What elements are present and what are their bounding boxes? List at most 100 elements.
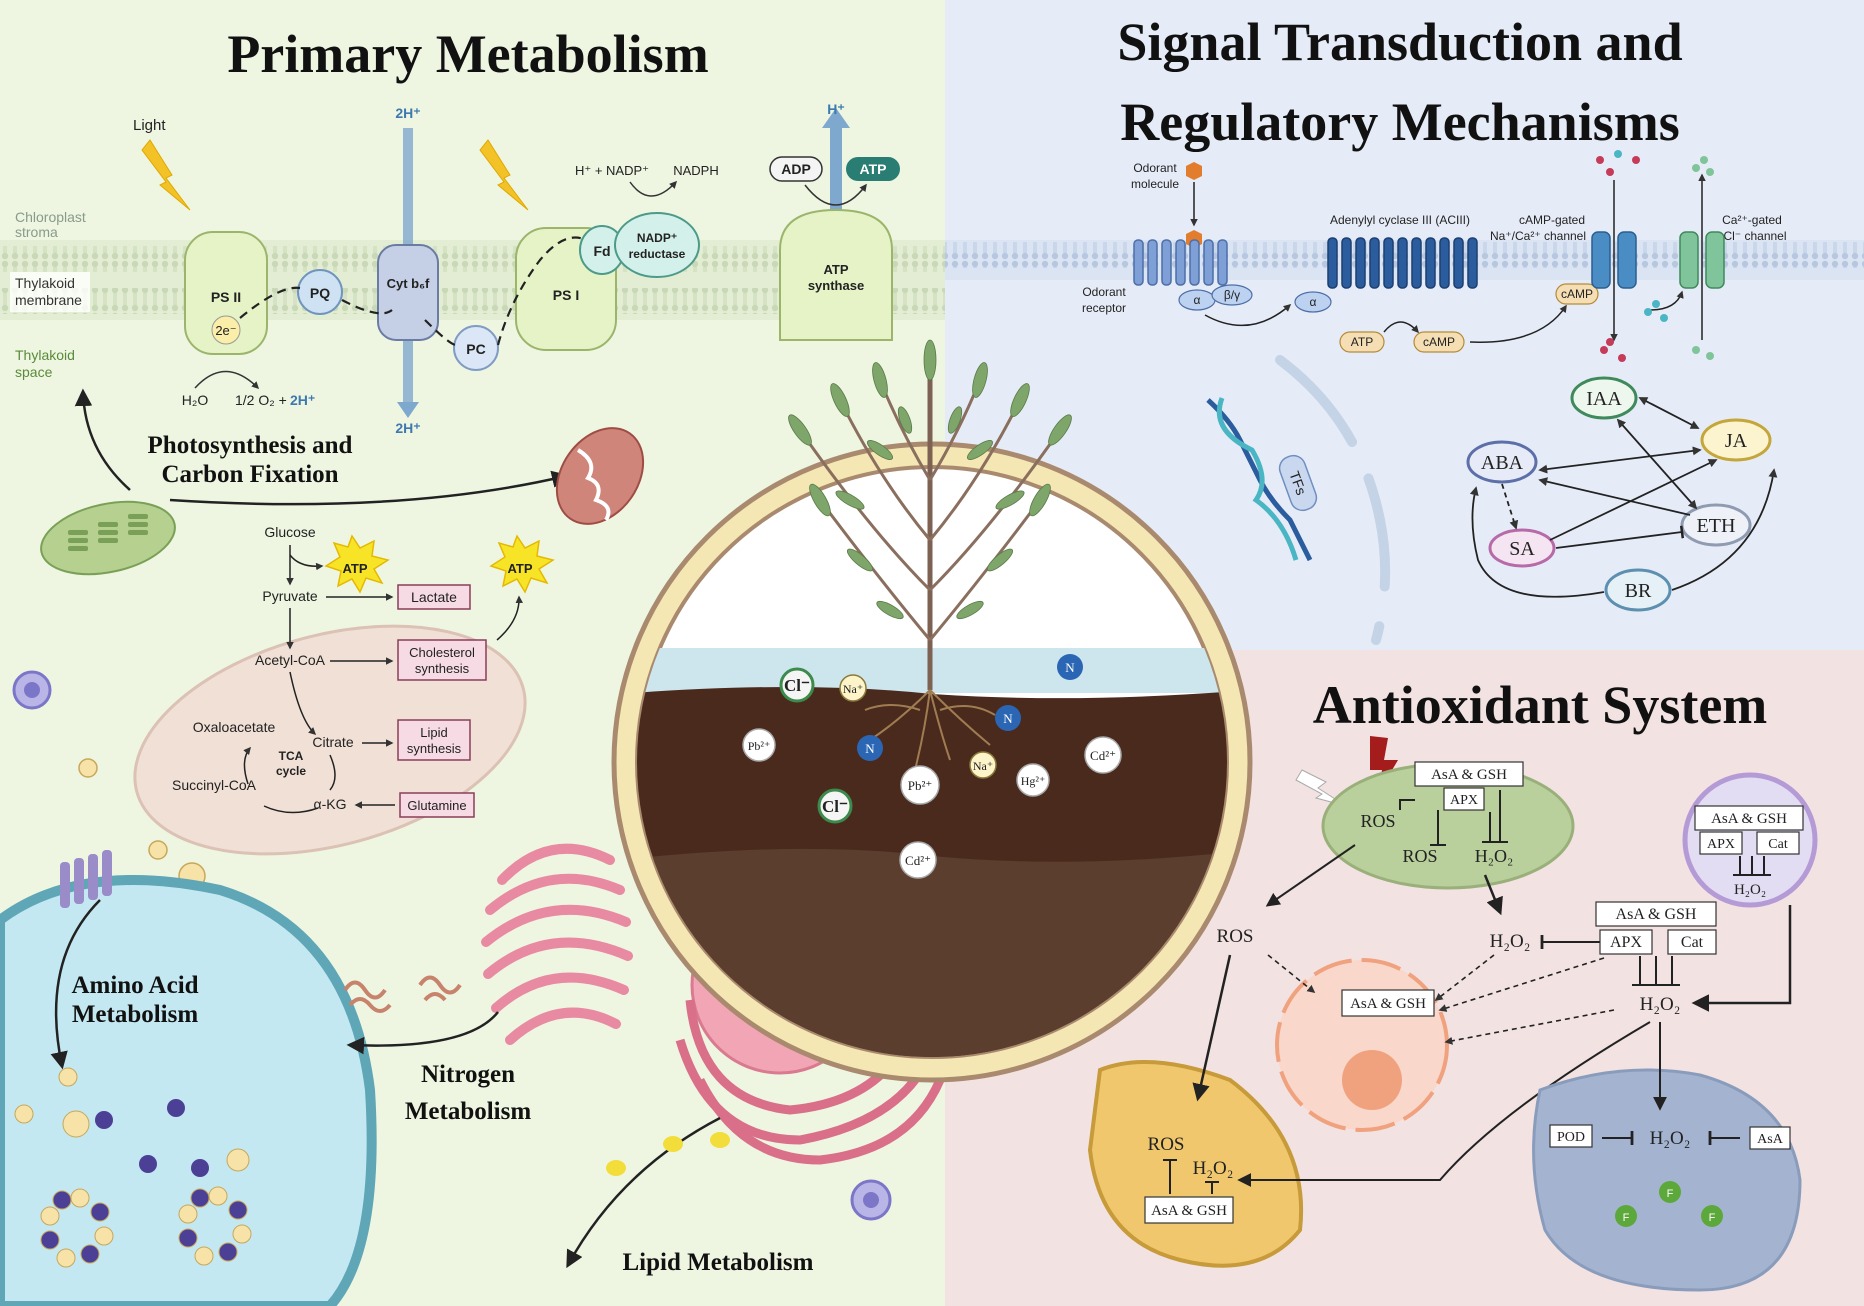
g-alpha-label: α xyxy=(1194,293,1201,307)
hormone-sa xyxy=(1488,528,1556,568)
mito-asa-box xyxy=(1144,1196,1234,1224)
chloro-inhibition-lines xyxy=(1399,790,1508,846)
vac-asa-box xyxy=(1749,1126,1791,1150)
chloroplast-to-thylakoid-arrow xyxy=(74,388,131,491)
h2o2-center-label: H₂O₂ xyxy=(1640,994,1681,1015)
h2o2-left-label: H₂O₂ xyxy=(1490,931,1531,952)
vesicle-core xyxy=(24,682,40,698)
ca-gated-label-2: Cl⁻ channel xyxy=(1723,229,1786,243)
membrane-label-box xyxy=(10,272,90,312)
cyto-apx-label: APX xyxy=(1610,934,1642,951)
vesicle-core-2 xyxy=(863,1192,879,1208)
nadph-arrow xyxy=(629,180,678,197)
photosynthesis-title-2: Carbon Fixation xyxy=(161,461,338,488)
lightning-icon-2 xyxy=(479,139,529,211)
photosynthesis-title: Photosynthesis and xyxy=(148,432,353,459)
chloroplast-stroma-label: Chloroplast xyxy=(15,209,86,225)
ca-activation-arrow xyxy=(1649,290,1684,311)
hormone-br-label: BR xyxy=(1625,580,1652,602)
tca-cycle-label-2: cycle xyxy=(276,764,306,778)
antioxidant-vacuole xyxy=(1532,1068,1802,1292)
odorant-receptor-icon xyxy=(1133,239,1228,286)
lactate-box xyxy=(397,584,471,610)
flavonoid-label-2: F xyxy=(1623,1212,1630,1224)
electron-pair-label: 2e⁻ xyxy=(215,323,236,338)
ion-n-2: N xyxy=(1003,711,1013,726)
lipid-synthesis-box xyxy=(397,719,471,761)
perox-asa-label: AsA & GSH xyxy=(1711,811,1787,827)
nucleus-asa-label: AsA & GSH xyxy=(1350,996,1426,1012)
perox-cat-box xyxy=(1756,831,1800,855)
cyto-apx-box xyxy=(1599,929,1653,955)
dna-helix-icon-2 xyxy=(1216,397,1299,561)
cyto-asa-label: AsA & GSH xyxy=(1616,906,1697,923)
hormone-ja-label: JA xyxy=(1725,430,1748,452)
tca-cycle-arrows xyxy=(244,748,336,814)
ion-na-2: Na⁺ xyxy=(973,759,993,773)
flavonoid-icon xyxy=(1659,1181,1681,1203)
citrate-label: Citrate xyxy=(312,734,353,750)
hormone-sa-label: SA xyxy=(1509,538,1535,560)
cyto-asa-box xyxy=(1595,901,1717,927)
camp-gated-label: cAMP-gated xyxy=(1519,213,1585,227)
soil-ions: Cl⁻ Na⁺ N N Pb²⁺ N Na⁺ Cd²⁺ Pb²⁺ Hg²⁺ Cl… xyxy=(742,654,1122,879)
pc-label: PC xyxy=(466,341,485,357)
peptide-ring-icon xyxy=(40,1188,114,1268)
odorant-molecule-icon xyxy=(1186,162,1202,180)
cytb6f-complex xyxy=(377,244,439,341)
tca-cycle-label: TCA xyxy=(279,749,304,763)
chloro-h2o2-arrow xyxy=(1483,874,1503,916)
membrane-transporter-icon xyxy=(60,850,112,908)
amino-acid-arrow xyxy=(50,899,101,1070)
electron-pair-icon xyxy=(211,315,241,345)
ion-cl-1: Cl⁻ xyxy=(784,676,810,695)
perox-inhibition-lines xyxy=(1733,856,1771,876)
chloro-asa-label: AsA & GSH xyxy=(1431,767,1507,783)
odorant-molecule-label-2: molecule xyxy=(1131,177,1179,191)
pc-carrier xyxy=(453,325,499,371)
succinyl-coa-label: Succinyl-CoA xyxy=(172,777,257,793)
camp-gated-label-2: Na⁺/Ca²⁺ channel xyxy=(1490,229,1586,243)
oxygen-label: 1/2 O₂ + xyxy=(235,392,287,408)
ion-n-1: N xyxy=(1065,660,1075,675)
tfs-label: TFs xyxy=(1286,469,1309,497)
atp-burst-icon xyxy=(324,534,390,594)
stress-lightning-icon xyxy=(1370,736,1398,794)
antioxidant-title: Antioxidant System xyxy=(1313,675,1768,735)
chloroplast-stroma-label-2: stroma xyxy=(15,224,58,240)
camp-badge-2 xyxy=(1555,283,1599,305)
nitrogen-title-2: Metabolism xyxy=(405,1098,532,1125)
acetyl-coa-label: Acetyl-CoA xyxy=(255,652,326,668)
ion-dots xyxy=(1596,150,1714,362)
glutamine-label: Glutamine xyxy=(407,798,466,813)
adp-badge xyxy=(769,156,823,182)
vac-pod-label: POD xyxy=(1557,1130,1585,1145)
thylakoid-membrane-label-2: membrane xyxy=(15,292,82,308)
pq-label: PQ xyxy=(310,285,330,301)
ion-cl-2: Cl⁻ xyxy=(822,797,848,816)
hormone-ja xyxy=(1700,418,1772,462)
atp-label: ATP xyxy=(860,161,887,177)
chloroplast-to-mito-arrow xyxy=(169,470,570,506)
thylakoid-space-label-2: space xyxy=(15,364,53,380)
lactate-label: Lactate xyxy=(411,589,457,605)
acIII-alpha xyxy=(1294,291,1332,313)
ps2-label: PS II xyxy=(211,289,241,305)
nucleus-asa-box xyxy=(1341,989,1435,1017)
light-label: Light xyxy=(133,117,166,134)
proton-top-label: 2H⁺ xyxy=(395,105,420,121)
perox-cat-label: Cat xyxy=(1768,837,1788,852)
nadp-reductase-label: NADP⁺ xyxy=(637,231,677,245)
vac-pod-box xyxy=(1549,1124,1593,1148)
atp-synthase-label: ATP xyxy=(823,262,848,277)
cholesterol-label: Cholesterol xyxy=(409,645,475,660)
hormone-aba-label: ABA xyxy=(1481,452,1524,474)
mito-ros-label: ROS xyxy=(1148,1134,1185,1155)
camp-gated-channel-icon xyxy=(1591,231,1637,289)
fd-label: Fd xyxy=(593,243,610,259)
glucose-label: Glucose xyxy=(264,524,316,540)
flavonoid-icon-2 xyxy=(1615,1205,1637,1227)
nadp-reductase xyxy=(614,212,700,278)
camp-badge xyxy=(1413,331,1465,353)
cyto-inhibition-lines xyxy=(1632,956,1680,986)
